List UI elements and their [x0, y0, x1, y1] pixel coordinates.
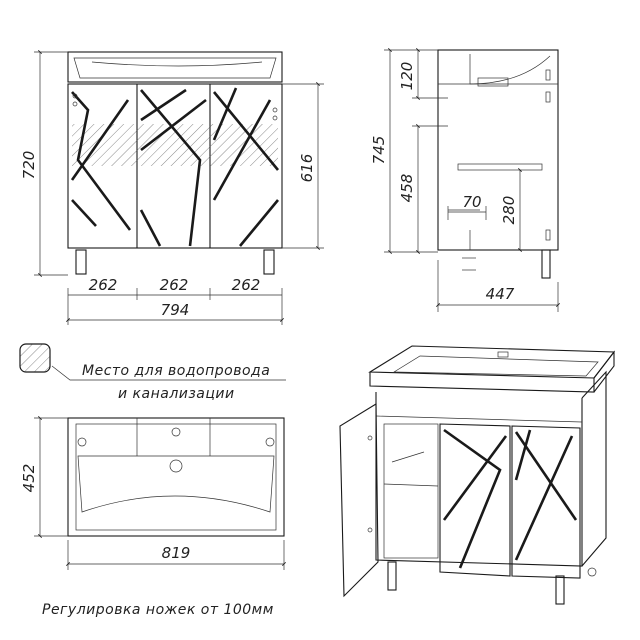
- front-view: 720 616 262 262 262 794: [20, 50, 324, 325]
- dim-side-depth: 447: [486, 285, 515, 303]
- open-door: [339, 403, 379, 598]
- isometric-view: [339, 345, 616, 605]
- dim-front-height-total: 720: [20, 151, 38, 180]
- dim-side-basin-depth: 120: [398, 62, 416, 91]
- dim-front-height-body: 616: [298, 154, 316, 183]
- side-view: 745 120 458 70 280 447: [370, 48, 560, 312]
- dim-top-depth: 452: [20, 464, 38, 493]
- dim-side-pipe-height: 280: [500, 196, 518, 225]
- dim-top-width: 819: [162, 544, 191, 562]
- faucet-hole: [171, 427, 181, 437]
- drain-hole: [169, 459, 183, 473]
- legend-hatch-swatch: [19, 343, 51, 373]
- dim-side-height-total: 745: [370, 136, 388, 165]
- top-view: 452 819: [20, 416, 286, 570]
- footer-leg-adjust-note: Регулировка ножек от 100мм: [42, 602, 274, 618]
- legend: Место для водопровода и канализации: [19, 343, 286, 402]
- dim-side-pipe-offset: 70: [462, 193, 481, 211]
- dim-door-width-1: 262: [89, 276, 118, 294]
- door-decor-lines: [70, 87, 280, 247]
- dim-door-width-3: 262: [232, 276, 261, 294]
- dim-side-shelf-height: 458: [398, 174, 416, 203]
- leg-right: [263, 249, 275, 275]
- dim-front-width-total: 794: [161, 301, 190, 319]
- leg-left: [75, 249, 87, 275]
- legend-text-line-2: и канализации: [118, 386, 235, 402]
- dim-door-width-2: 262: [160, 276, 189, 294]
- legend-text-line-1: Место для водопровода: [82, 363, 270, 379]
